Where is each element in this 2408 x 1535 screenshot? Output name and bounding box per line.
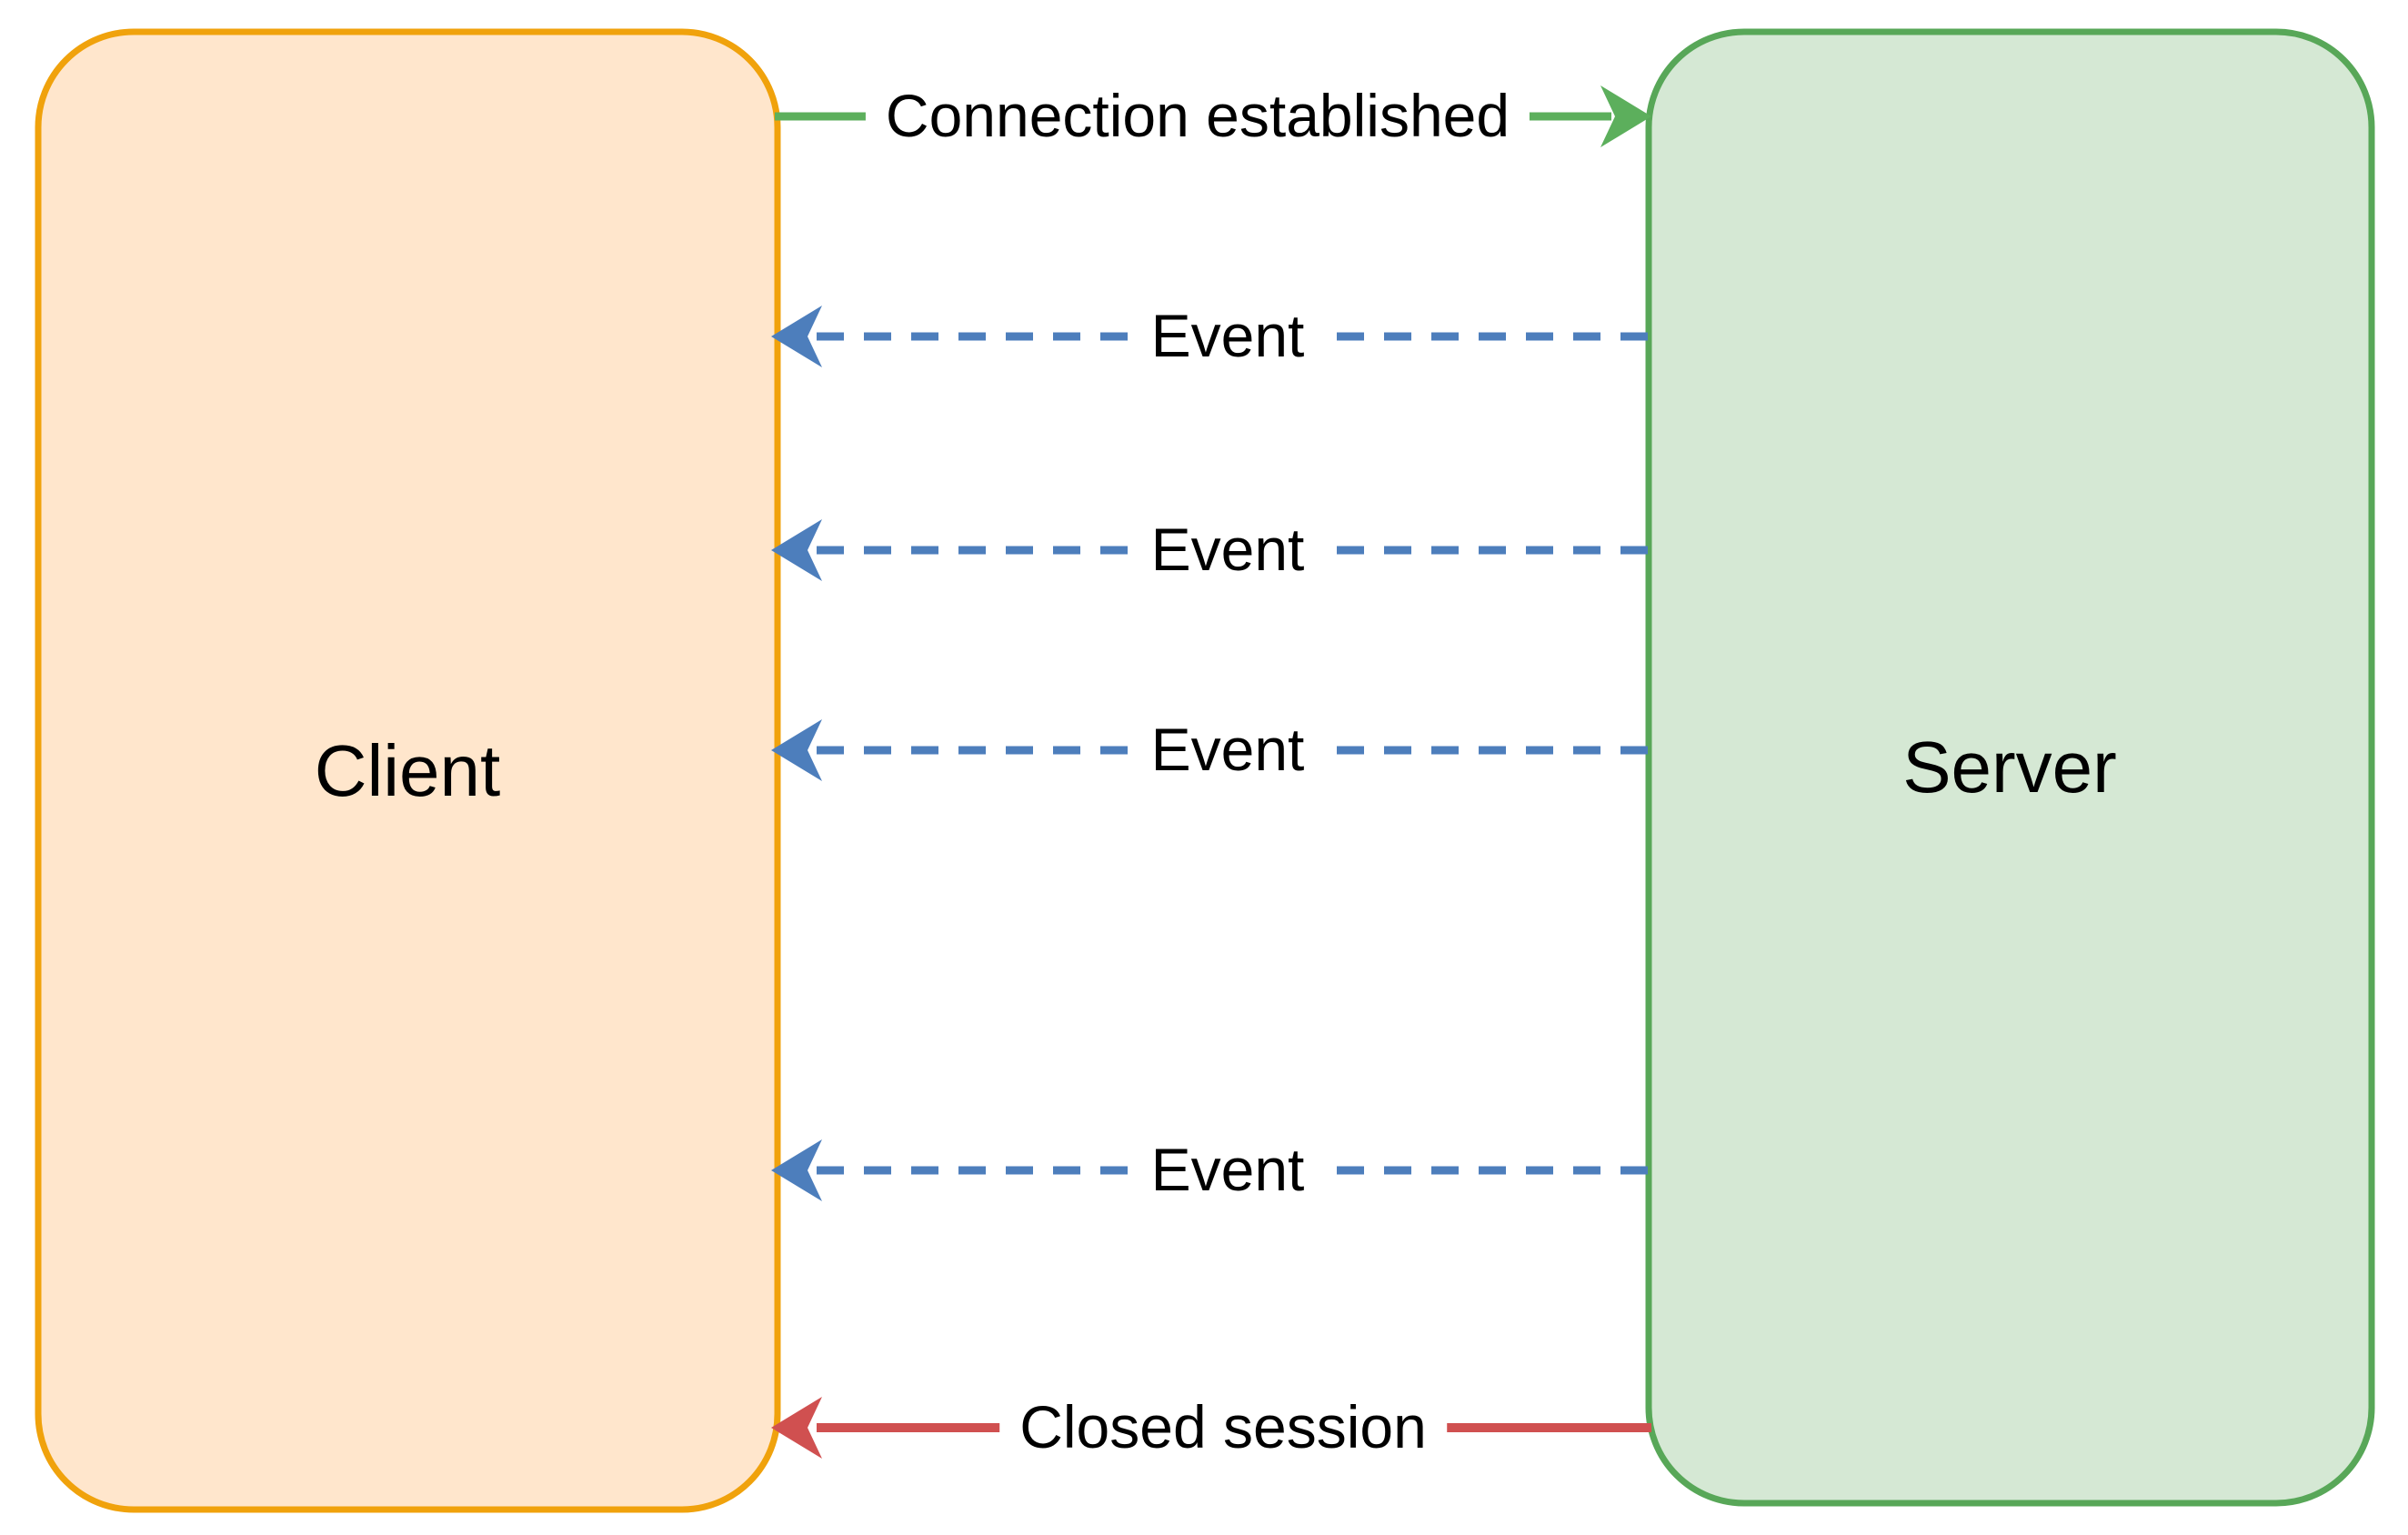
edge-label-connection-established: Connection established [865, 80, 1530, 153]
edge-label-event-4: Event [1130, 1134, 1325, 1207]
edge-label-event-1: Event [1130, 300, 1325, 373]
event-arrowhead-2 [771, 519, 822, 581]
edge-label-event-3: Event [1130, 714, 1325, 787]
event-arrowhead-4 [771, 1139, 822, 1201]
server-node-label: Server [1902, 727, 2117, 808]
event-arrowhead-3 [771, 719, 822, 781]
edge-label-closed-session: Closed session [999, 1391, 1447, 1464]
event-arrowhead-1 [771, 306, 822, 367]
client-node [35, 28, 781, 1513]
edge-label-event-2: Event [1130, 514, 1325, 587]
server-node [1645, 28, 2375, 1507]
client-node-label: Client [314, 730, 501, 811]
connection-established-arrowhead [1600, 85, 1651, 147]
closed-session-arrowhead [771, 1397, 822, 1459]
